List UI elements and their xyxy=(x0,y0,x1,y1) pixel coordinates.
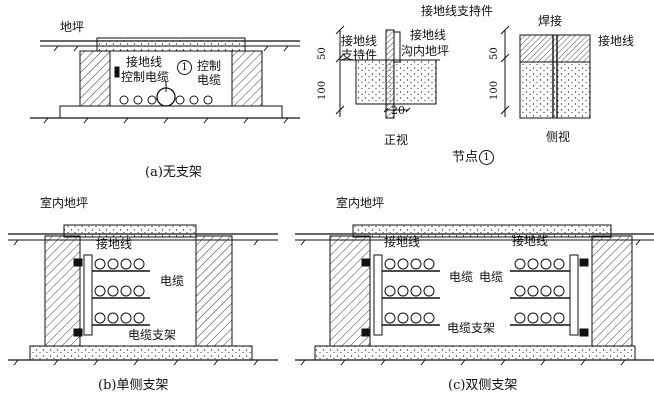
node-number-a: 1 xyxy=(177,60,192,75)
ground-ticks-a xyxy=(53,45,289,52)
diagram-b xyxy=(8,224,278,366)
wall-right-a xyxy=(231,50,263,107)
node-caption-number: 1 xyxy=(479,150,495,165)
caption-a: (a)无支架 xyxy=(145,165,202,180)
wall-left-a xyxy=(79,50,111,107)
label-ground-wire-c-right: 接地线 xyxy=(512,234,549,248)
caption-c: (c)双侧支架 xyxy=(448,378,518,393)
dim-50-side: 50 xyxy=(489,47,500,60)
cables-a xyxy=(119,95,213,105)
label-ground: 地坪 xyxy=(60,20,85,34)
label-control-cable-right-2: 电缆 xyxy=(197,73,222,87)
label-side-view: 侧视 xyxy=(546,130,571,144)
dim-100-side: 100 xyxy=(489,80,500,100)
label-welding: 焊接 xyxy=(538,14,563,28)
node-side-view xyxy=(500,25,591,119)
label-cable-bracket-b: 电缆支架 xyxy=(128,328,177,342)
node-marker-label-a: 1 xyxy=(176,60,192,75)
cable-tier-b xyxy=(92,258,150,326)
label-trench-floor: 沟内地坪 xyxy=(401,44,450,58)
label-cable-b: 电缆 xyxy=(160,274,185,288)
label-support-2: 支持件 xyxy=(341,48,378,62)
base-a xyxy=(59,105,283,119)
diagram-c xyxy=(295,224,654,366)
label-ground-wire-b: 接地线 xyxy=(96,237,133,251)
label-cable-c-left: 电缆 xyxy=(449,270,474,284)
label-front-view: 正视 xyxy=(384,133,409,147)
label-control-cable-left: 控制电缆 xyxy=(121,70,170,84)
label-ground-wire-node: 接地线 xyxy=(410,28,447,42)
label-indoor-floor-b: 室内地坪 xyxy=(40,196,89,210)
label-support-1: 接地线 xyxy=(341,34,378,48)
dim-20: 20 xyxy=(391,104,405,117)
node-caption-text: 节点 xyxy=(452,150,479,165)
dim-100-front: 100 xyxy=(317,80,328,100)
label-ground-wire-a: 接地线 xyxy=(126,55,163,69)
label-ground-wire-c-left: 接地线 xyxy=(384,235,421,249)
diagram-a xyxy=(30,37,300,124)
dim-50-front: 50 xyxy=(317,47,328,60)
node-front-view xyxy=(335,25,440,119)
label-control-cable-right-1: 控制 xyxy=(197,59,222,73)
label-support-top: 接地线支持件 xyxy=(421,4,494,18)
caption-b: (b)单侧支架 xyxy=(98,378,169,393)
label-ground-wire-side: 接地线 xyxy=(598,34,635,48)
label-cable-bracket-c: 电缆支架 xyxy=(447,321,496,335)
label-cable-c-right: 电缆 xyxy=(479,270,504,284)
label-indoor-floor-c: 室内地坪 xyxy=(336,196,385,210)
